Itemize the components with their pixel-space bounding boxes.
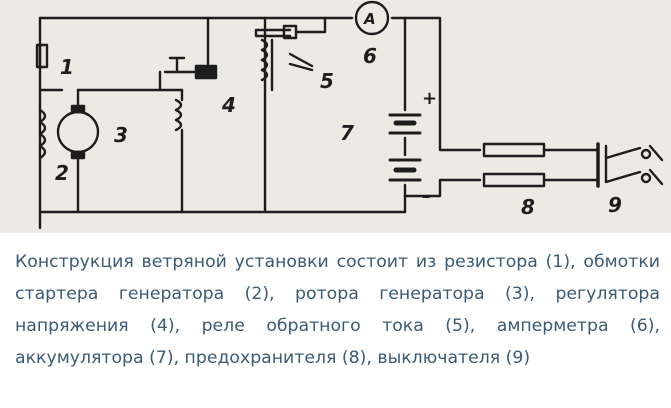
label-2: 2 (55, 161, 69, 185)
minus-sign: – (422, 186, 431, 207)
generator-rotor-symbol (56, 110, 100, 154)
label-3: 3 (114, 123, 128, 147)
ammeter-symbol (354, 0, 390, 36)
plus-sign: + (422, 88, 437, 109)
label-9: 9 (608, 193, 622, 217)
label-5: 5 (320, 69, 334, 93)
figure-caption: Конструкция ветряной установки состоит и… (15, 252, 660, 368)
label-6: 6 (363, 44, 377, 68)
wiring-schematic: 1 2 3 4 5 6 7 8 9 A + – (35, 0, 664, 230)
ammeter-symbol-label: A (363, 10, 376, 28)
label-7: 7 (340, 121, 354, 145)
label-4: 4 (221, 93, 236, 117)
resistor-symbol (35, 43, 49, 69)
circuit-diagram: 1 2 3 4 5 6 7 8 9 A + – (0, 0, 671, 233)
fuse-lower (482, 172, 546, 188)
battery-to-fuse-wire (403, 178, 482, 198)
fuse-upper (482, 142, 546, 158)
label-1: 1 (60, 55, 74, 79)
ammeter-to-fuse-wire (390, 16, 482, 152)
label-8: 8 (521, 195, 535, 219)
